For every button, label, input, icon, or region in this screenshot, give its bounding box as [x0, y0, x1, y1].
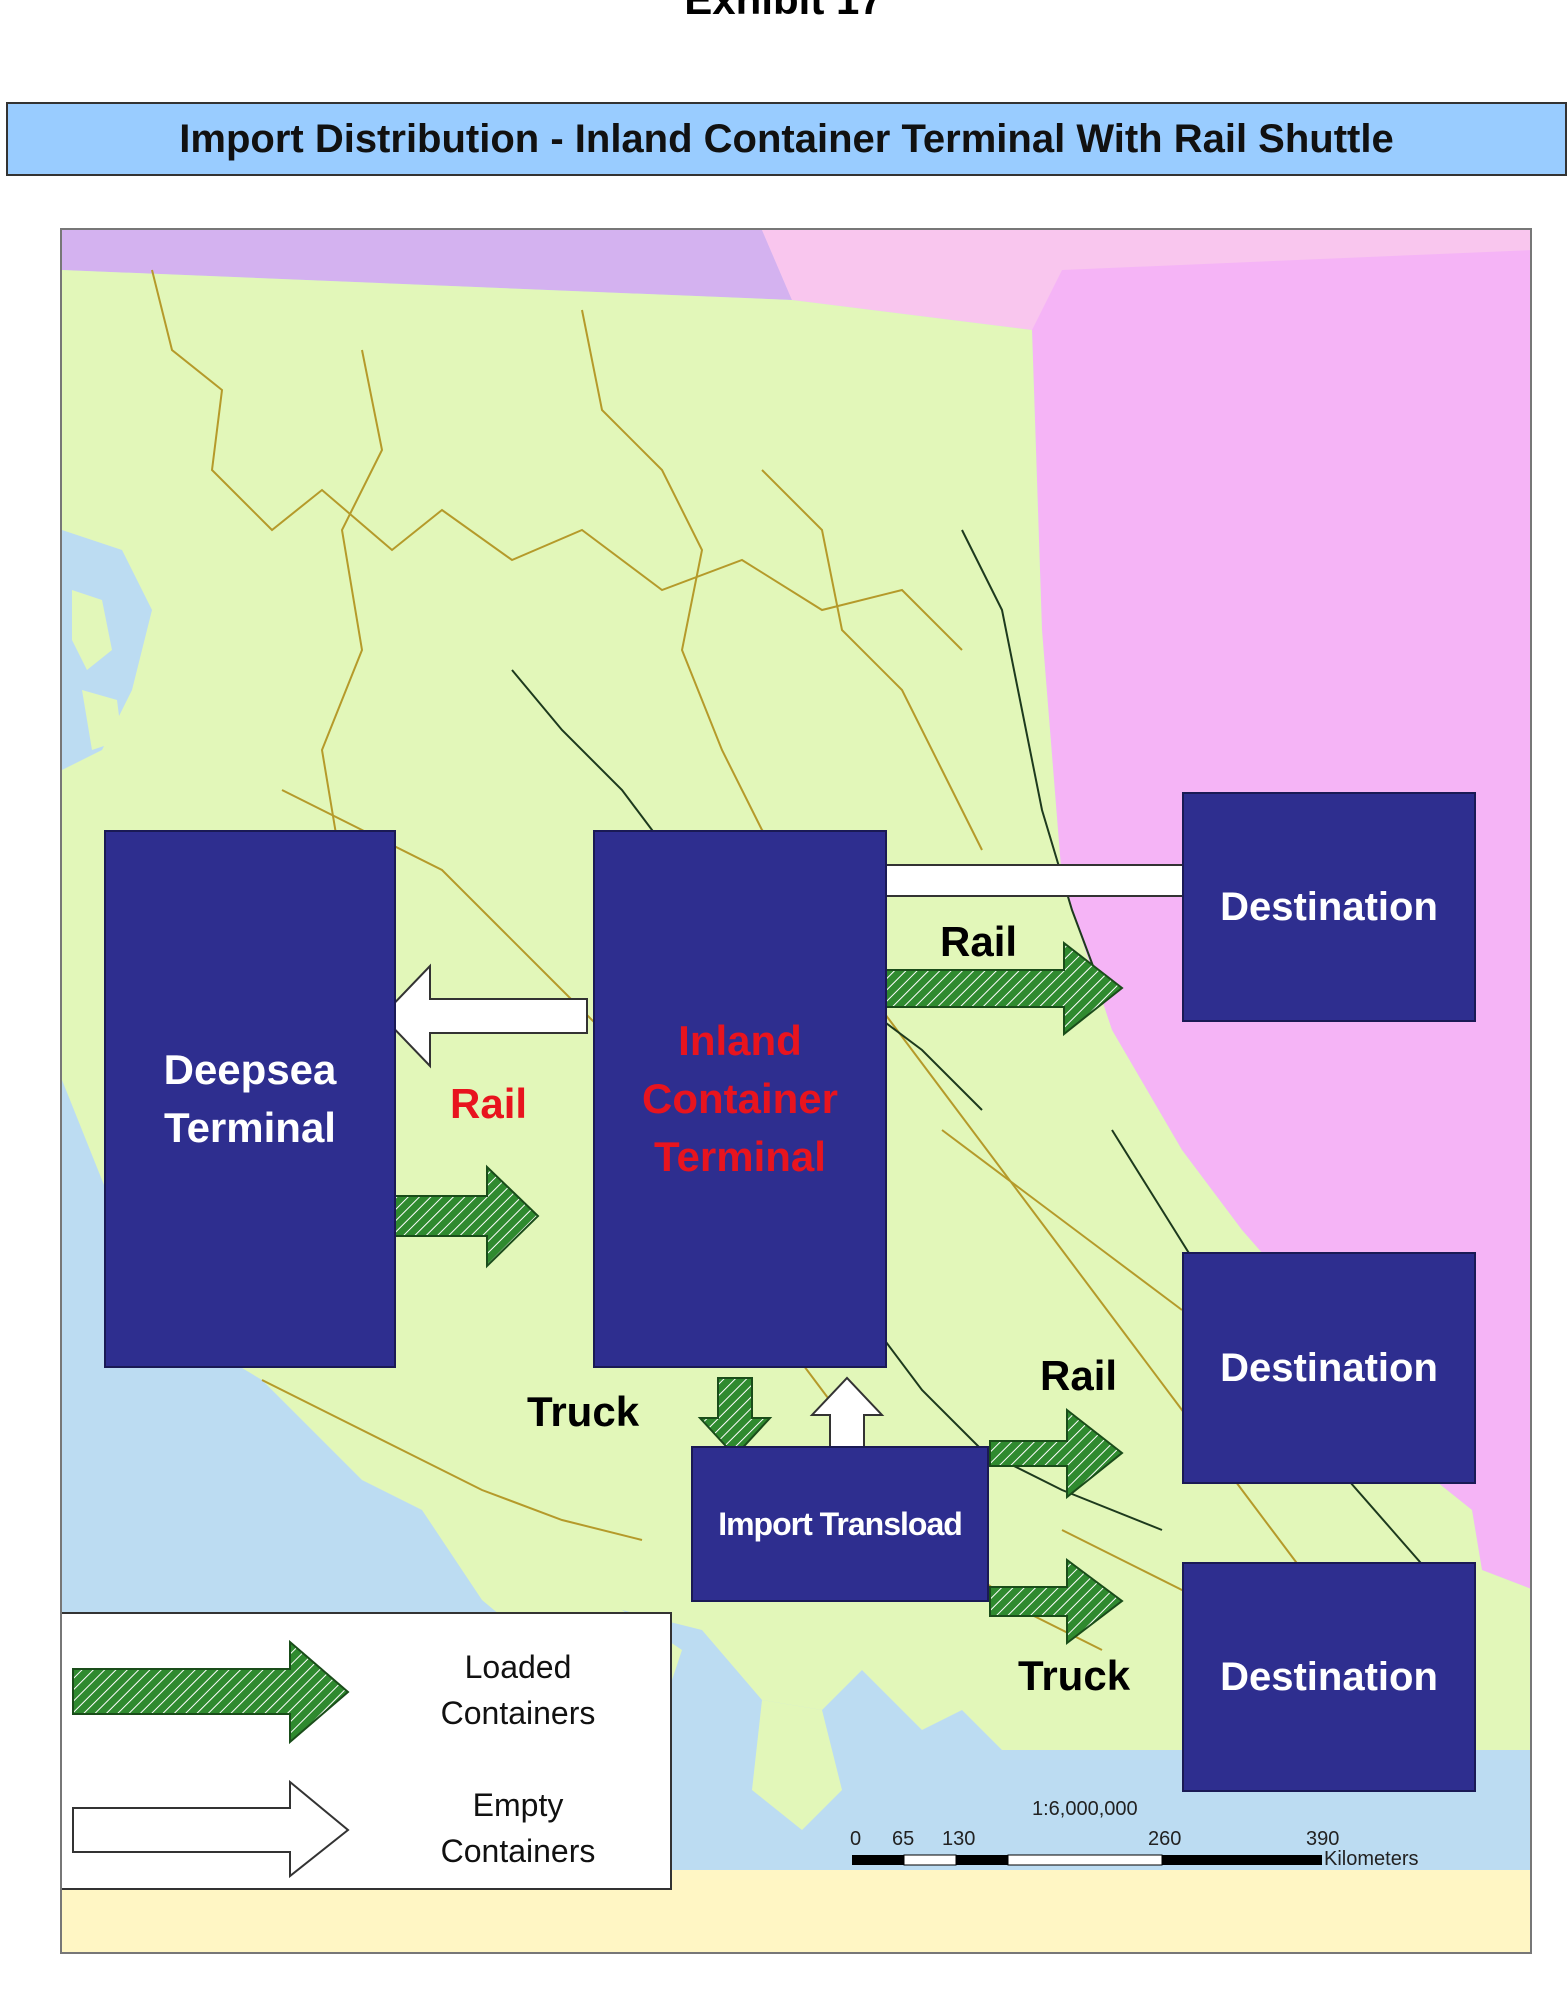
purple-region	[62, 230, 792, 300]
edge-label-truck-transload-dest: Truck	[1018, 1652, 1131, 1699]
scale-unit: Kilometers	[1324, 1848, 1419, 1870]
scale-ratio: 1:6,000,000	[1032, 1798, 1138, 1820]
arrow-loaded-inland-to-transload	[697, 1377, 773, 1458]
node-import-transload: Import Transload	[691, 1446, 989, 1602]
node-destination-bottom: Destination	[1182, 1562, 1476, 1792]
edge-label-rail-deepsea-inland: Rail	[450, 1080, 528, 1127]
pink-region	[762, 230, 1530, 1589]
node-destination-mid: Destination	[1182, 1252, 1476, 1484]
diagram-title: Import Distribution - Inland Container T…	[6, 102, 1567, 176]
scale-tick-1: 65	[892, 1828, 915, 1850]
scale-tick-0: 0	[850, 1828, 862, 1850]
scale-bar	[852, 1854, 1322, 1866]
scale-tick-2: 130	[942, 1828, 976, 1850]
edge-label-rail-transload-dest: Rail	[1040, 1352, 1118, 1399]
legend-loaded-arrow	[72, 1639, 350, 1745]
arrow-empty-inland-to-deepsea	[380, 963, 588, 1069]
legend-empty-label: Empty Containers	[440, 1787, 596, 1869]
legend-loaded-label: Loaded Containers	[440, 1649, 596, 1731]
exhibit-label: Exhibit 17	[0, 0, 1567, 28]
legend: Loaded Containers Empty Containers	[62, 1612, 672, 1890]
node-destination-top: Destination	[1182, 792, 1476, 1022]
edge-label-truck-inland-transload: Truck	[527, 1388, 640, 1435]
arrow-loaded-transload-to-dest-bottom	[989, 1558, 1124, 1646]
edge-label-rail-inland-dest: Rail	[940, 918, 1018, 965]
node-inland-container-terminal: Inland Container Terminal	[593, 830, 887, 1368]
legend-empty-arrow	[72, 1779, 350, 1879]
scale-tick-3: 260	[1148, 1828, 1182, 1850]
node-deepsea-terminal: Deepsea Terminal	[104, 830, 396, 1368]
arrow-loaded-transload-to-dest-mid	[989, 1407, 1124, 1500]
legend-arrows	[72, 1639, 350, 1879]
scale-tick-4: 390	[1306, 1828, 1340, 1850]
